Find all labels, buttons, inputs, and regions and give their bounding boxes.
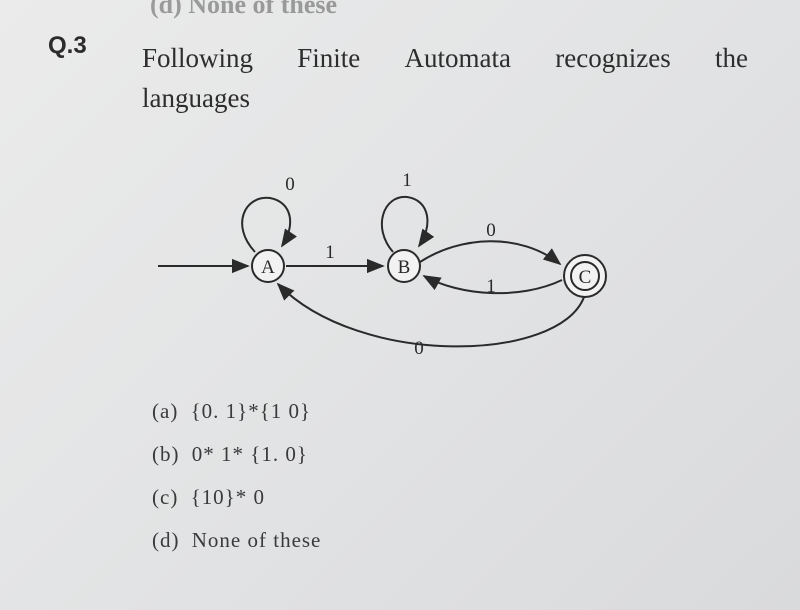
transition-label: 1 (486, 276, 496, 297)
question-word: Finite (297, 43, 361, 73)
transition-label: 0 (414, 338, 424, 359)
loop-b-edge (380, 195, 435, 253)
state-c-inner-circle (570, 261, 600, 291)
state-b-circle (387, 249, 421, 283)
option-label: (a) (152, 399, 179, 423)
question-number: Q.3 (48, 32, 87, 59)
edge-c-to-b (422, 275, 563, 295)
option-label: (d) (152, 528, 180, 552)
previous-option-fragment: (d) None of these (150, 0, 338, 19)
edge-c-to-a (276, 282, 585, 348)
option-c[interactable]: (c) {10}* 0 (152, 482, 327, 525)
question-text-line-2: languages (142, 83, 250, 113)
option-d[interactable]: (d) None of these (152, 525, 327, 568)
question-word: Automata (404, 43, 512, 73)
question-text: Following Finite Automata recognizes the… (142, 38, 748, 118)
question-word: Following (142, 43, 254, 73)
transition-label: 1 (402, 170, 412, 191)
state-c-label: C (579, 267, 592, 288)
option-text: {10}* 0 (190, 485, 265, 509)
question-word: recognizes (555, 43, 671, 73)
state-a-label: A (261, 257, 275, 278)
option-text: {0. 1}*{1 0} (190, 399, 312, 423)
option-label: (c) (152, 485, 179, 509)
loop-a-edge (241, 196, 297, 253)
transition-label: 0 (285, 174, 295, 195)
option-label: (b) (152, 442, 180, 466)
answer-options: (a) {0. 1}*{1 0} (b) 0* 1* {1. 0} (c) {1… (152, 396, 327, 568)
option-text: 0* 1* {1. 0} (191, 442, 308, 466)
edge-b-to-c (419, 240, 562, 266)
state-a-circle (251, 249, 285, 283)
question-text-line-1: Following Finite Automata recognizes the (142, 38, 748, 78)
transition-label: 0 (486, 220, 496, 241)
option-b[interactable]: (b) 0* 1* {1. 0} (152, 439, 327, 482)
state-b-label: B (398, 257, 411, 278)
option-a[interactable]: (a) {0. 1}*{1 0} (152, 396, 327, 439)
transition-label: 1 (325, 242, 335, 263)
option-text: None of these (191, 528, 322, 552)
question-word: the (714, 43, 748, 73)
